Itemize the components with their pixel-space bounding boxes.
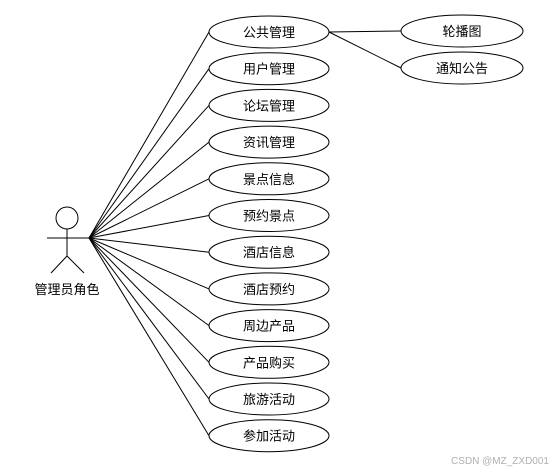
- uc-hotel-book: 酒店预约: [208, 272, 330, 306]
- uc-user: 用户管理: [208, 52, 330, 86]
- association-line: [88, 141, 210, 239]
- use-case-ellipse: [208, 162, 330, 196]
- use-case-label: 产品购买: [243, 355, 295, 371]
- use-case-label: 资讯管理: [243, 136, 295, 151]
- use-case-label: 参加活动: [243, 429, 295, 445]
- actor-left-leg: [50, 255, 68, 274]
- use-case-group: 公共管理用户管理论坛管理资讯管理景点信息预约景点酒店信息酒店预约周边产品产品购买…: [208, 15, 330, 453]
- association-line: [88, 237, 210, 290]
- uc-spot-info: 景点信息: [208, 162, 330, 196]
- use-case-label: 酒店预约: [243, 283, 295, 298]
- association-line: [88, 31, 210, 239]
- use-case-ellipse: [208, 272, 330, 306]
- uc-news: 资讯管理: [208, 125, 330, 159]
- uc-hotel-info: 酒店信息: [208, 235, 330, 269]
- use-case-ellipse: [208, 199, 330, 232]
- uc-notice: 通知公告: [400, 51, 524, 85]
- use-case-ellipse: [208, 345, 330, 379]
- uc-spot-book: 预约景点: [208, 199, 330, 232]
- use-case-label: 酒店信息: [243, 245, 295, 261]
- sub-use-case-label: 通知公告: [436, 61, 488, 77]
- use-case-label: 公共管理: [243, 26, 295, 41]
- uc-join: 参加活动: [208, 419, 330, 453]
- actor-stick-figure: 管理员角色: [34, 206, 100, 298]
- uc-carousel: 轮播图: [400, 14, 524, 48]
- association-line: [88, 215, 210, 239]
- use-case-label: 景点信息: [243, 172, 295, 188]
- association-line: [88, 68, 210, 239]
- use-case-ellipse: [208, 88, 330, 122]
- association-line: [88, 178, 210, 239]
- association-lines: [88, 30, 402, 436]
- association-line: [88, 237, 210, 363]
- use-case-ellipse: [208, 52, 330, 86]
- use-case-ellipse: [208, 419, 330, 453]
- sub-use-case-label: 轮播图: [442, 25, 481, 40]
- use-case-ellipse: [208, 235, 330, 269]
- uc-buy: 产品购买: [208, 345, 330, 379]
- use-case-ellipse: [208, 382, 330, 416]
- use-case-ellipse: [208, 15, 330, 49]
- use-case-ellipse: [208, 309, 330, 343]
- include-line: [328, 30, 402, 33]
- use-case-label: 论坛管理: [243, 99, 295, 114]
- actor-right-leg: [66, 255, 85, 274]
- actor-label: 管理员角色: [34, 282, 99, 298]
- sub-use-case-ellipse: [400, 14, 524, 48]
- uc-product: 周边产品: [208, 309, 330, 343]
- use-case-label: 旅游活动: [243, 393, 295, 408]
- watermark: CSDN @MZ_ZXD001: [451, 456, 549, 467]
- include-line: [328, 31, 402, 69]
- uc-travel: 旅游活动: [208, 382, 330, 416]
- association-line: [88, 237, 210, 253]
- use-case-label: 周边产品: [243, 320, 295, 335]
- use-case-label: 用户管理: [243, 62, 295, 78]
- sub-use-case-ellipse: [400, 51, 524, 85]
- association-line: [88, 237, 210, 327]
- association-line: [88, 237, 210, 400]
- association-line: [88, 237, 210, 436]
- use-case-label: 预约景点: [243, 210, 295, 225]
- association-line: [88, 105, 210, 239]
- uc-forum: 论坛管理: [208, 88, 330, 122]
- use-case-ellipse: [208, 125, 330, 159]
- actor-head: [55, 206, 79, 230]
- uc-public: 公共管理: [208, 15, 330, 49]
